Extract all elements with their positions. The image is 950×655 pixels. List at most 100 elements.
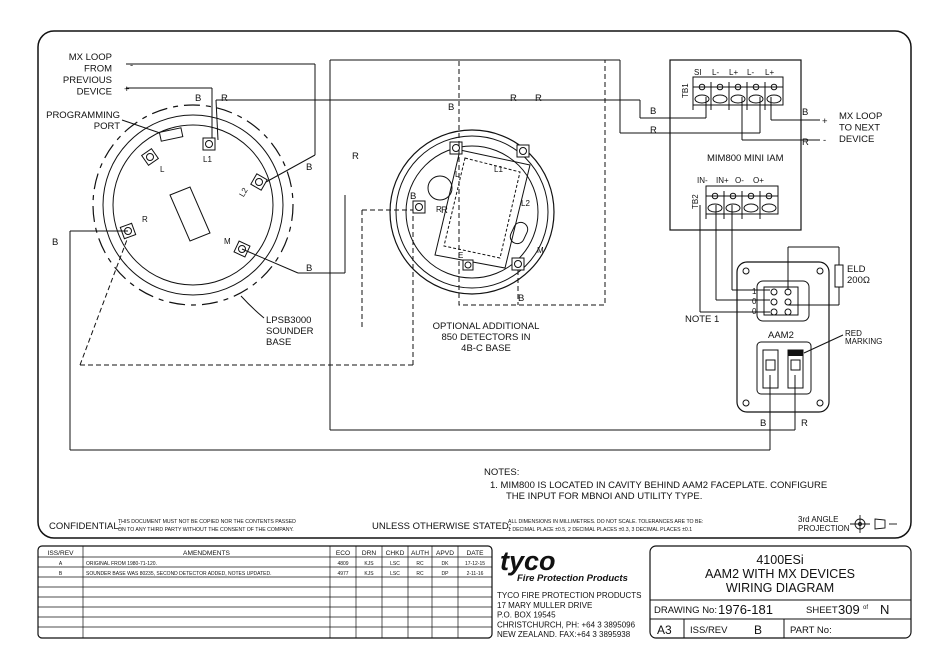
rev-header-3: DRN — [362, 550, 377, 557]
label-R: R — [142, 215, 148, 224]
wire-label-13: R — [802, 137, 809, 148]
tb2-clamp-0 — [707, 203, 723, 213]
aam2-num-2: 0 — [752, 297, 757, 306]
rev-header-5: AUTH — [411, 550, 429, 557]
title-line-2: AAM2 WITH MX DEVICES — [705, 567, 855, 581]
det-label-L2: L2 — [521, 199, 530, 208]
rev-cell-1-1: SOUNDER BASE WAS 80235, SECOND DETECTOR … — [86, 571, 272, 577]
wire-label-4: R — [352, 151, 359, 162]
sheet-no: 309 — [838, 602, 860, 617]
tb1-screw-3 — [752, 83, 760, 91]
tb1-screw-2 — [734, 83, 742, 91]
rev-header-4: CHKD — [386, 550, 405, 557]
tb1-clamp-4 — [766, 94, 782, 104]
eld-resistor — [834, 264, 844, 288]
tb2-term-0: IN- — [697, 176, 708, 185]
tb1-clamp-1 — [712, 94, 728, 104]
address-2: P.O. BOX 19545 — [497, 611, 556, 620]
address-4: NEW ZEALAND. FAX:+64 3 3895938 — [497, 630, 631, 639]
aam2-label: AAM2 — [768, 330, 794, 341]
rev-cell-0-3: KJS — [364, 561, 374, 567]
wire-label-5: B — [52, 237, 58, 248]
tb1-term-3: L- — [747, 68, 754, 77]
tb2-term-3: O+ — [753, 176, 764, 185]
drawing-border — [37, 30, 912, 539]
dims-text-2: 1 DECIMAL PLACE ±0.5, 2 DECIMAL PLACES ±… — [508, 527, 692, 533]
mx-prev-minus: - — [130, 60, 133, 71]
rev-cell-0-2: 4809 — [337, 561, 348, 567]
note-item-2: THE INPUT FOR MBNOI AND UTILITY TYPE. — [506, 491, 702, 502]
mx-loop-next-2: DEVICE — [839, 134, 874, 145]
tb2-screw-0 — [711, 192, 719, 200]
tb2-term-1: IN+ — [716, 176, 729, 185]
optional-detectors-1: 850 DETECTORS IN — [441, 332, 530, 343]
red-marking-0: RED — [845, 329, 862, 338]
mx-loop-prev-3: DEVICE — [77, 87, 112, 98]
mim800-mini-iam: TB1 SI L- L+ L- L+ MIM800 MINI IAM TB2 I… — [669, 59, 802, 231]
confidential-label: CONFIDENTIAL: — [49, 521, 121, 532]
tb1-label: TB1 — [681, 83, 690, 98]
rev-cell-0-5: RC — [416, 561, 424, 567]
terminal-L2 — [250, 173, 268, 191]
eld-label-1: 200Ω — [847, 275, 870, 286]
sheet-size: A3 — [657, 623, 672, 637]
tyco-tagline: Fire Protection Products — [517, 573, 628, 584]
tb2-clamp-1 — [725, 203, 741, 213]
red-marking-strip — [788, 350, 803, 356]
rev-header-0: ISS/REV — [47, 550, 74, 557]
mx-next-plus: + — [822, 116, 828, 127]
tb2-screw-2 — [747, 192, 755, 200]
rev-cell-1-3: KJS — [364, 571, 374, 577]
tb1-term-4: L+ — [765, 68, 774, 77]
company-block: tyco Fire Protection Products TYCO FIRE … — [497, 546, 641, 639]
tb2-clamp-3 — [761, 203, 777, 213]
rev-header-1: AMENDMENTS — [183, 550, 230, 557]
tb2-screw-1 — [729, 192, 737, 200]
notes-heading: NOTES: — [484, 467, 519, 478]
note-1-label: NOTE 1 — [685, 314, 719, 325]
terminal-L1 — [202, 137, 216, 151]
iss-rev-value: B — [754, 623, 762, 637]
rev-header-6: APVD — [436, 550, 454, 557]
terminal-L — [140, 147, 160, 167]
det-label-L1: L1 — [494, 165, 503, 174]
rev-cell-1-6: DP — [442, 571, 450, 577]
rev-cell-0-7: 17-12-15 — [465, 561, 485, 567]
wire-label-6: B — [448, 102, 454, 113]
wire-label-15: B — [760, 418, 766, 429]
label-L: L — [160, 165, 165, 174]
title-line-3: WIRING DIAGRAM — [726, 581, 834, 595]
eld-label-0: ELD — [847, 264, 866, 275]
rev-cell-1-4: LSC — [390, 571, 400, 577]
iss-rev-label: ISS/REV — [690, 625, 728, 636]
wire-label-10: B — [650, 106, 656, 117]
label-L2: L2 — [237, 186, 250, 199]
mx-next-minus: - — [823, 135, 826, 146]
unless-stated: UNLESS OTHERWISE STATED: — [372, 521, 511, 532]
address-0: TYCO FIRE PROTECTION PRODUCTS — [497, 591, 641, 600]
tb1-term-si: SI — [694, 68, 702, 77]
mx-loop-next-0: MX LOOP — [839, 111, 882, 122]
wire-label-14: R — [441, 205, 448, 216]
aam2-num-1: 1 — [752, 287, 757, 296]
lpsb-label-1: SOUNDER — [266, 326, 314, 337]
tb1-screw-0 — [698, 83, 706, 91]
sheet-label: SHEET — [806, 605, 838, 616]
tb2-label: TB2 — [691, 194, 700, 209]
programming-port-1: PORT — [94, 121, 120, 132]
optional-detector-base: L1 L L2 R M E — [389, 59, 606, 306]
optional-wiring — [79, 207, 519, 366]
red-marking-1: MARKING — [845, 337, 882, 346]
mx-loop-next-1: TO NEXT — [839, 123, 880, 134]
rev-cell-0-0: A — [59, 561, 63, 567]
tb1-clamp-0 — [694, 94, 710, 104]
label-M: M — [224, 237, 231, 246]
confidential-text-2: ON TO ANY THIRD PARTY WITHOUT THE CONSEN… — [118, 527, 294, 533]
title-block: 4100ESi AAM2 WITH MX DEVICES WIRING DIAG… — [649, 545, 912, 639]
mx-prev-plus: + — [124, 84, 130, 95]
title-line-1: 4100ESi — [756, 553, 803, 567]
wire-label-17: B — [410, 191, 416, 202]
tb2-term-2: O- — [735, 176, 744, 185]
